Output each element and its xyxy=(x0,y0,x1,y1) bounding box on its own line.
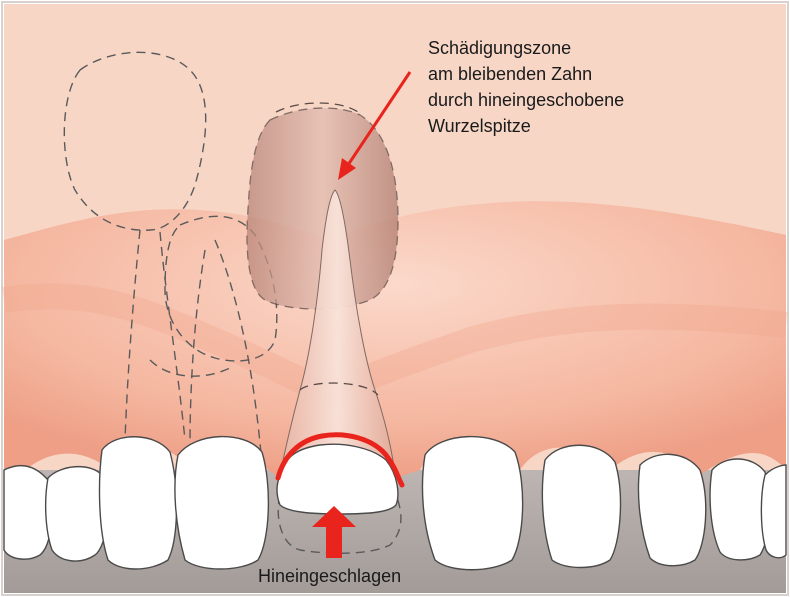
damage-zone-label: Schädigungszone am bleibenden Zahn durch… xyxy=(428,35,624,139)
intruded-crown xyxy=(277,444,398,514)
tooth-left-1 xyxy=(175,437,268,569)
tooth-far-right xyxy=(761,465,786,558)
damage-zone-line-1: Schädigungszone xyxy=(428,35,624,61)
tooth-left-3 xyxy=(46,467,108,561)
damage-zone-line-3: durch hineingeschobene xyxy=(428,87,624,113)
tooth-right-4 xyxy=(710,459,769,560)
tooth-left-2 xyxy=(100,437,177,569)
tooth-right-3 xyxy=(638,454,705,565)
damage-zone-line-2: am bleibenden Zahn xyxy=(428,61,624,87)
damage-zone-line-4: Wurzelspitze xyxy=(428,113,624,139)
tooth-right-2 xyxy=(542,445,620,567)
tooth-right-1 xyxy=(422,437,522,570)
intruded-label: Hineingeschlagen xyxy=(258,565,401,587)
intrusion-arrow-shaft xyxy=(326,525,342,558)
tooth-far-left xyxy=(4,466,52,559)
